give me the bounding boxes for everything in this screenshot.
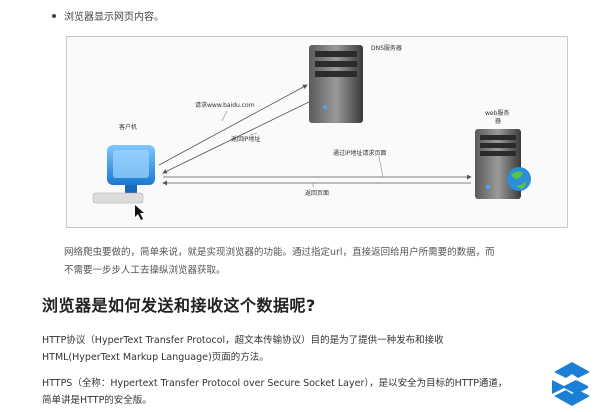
bullet-text: 浏览器显示网页内容。 bbox=[64, 12, 164, 23]
return-page-label: 返回页面 bbox=[305, 190, 329, 197]
web-label-2: 器 bbox=[495, 118, 501, 125]
dns-server-icon bbox=[309, 45, 363, 123]
client-label: 客户机 bbox=[119, 123, 137, 131]
request-domain-arrow bbox=[158, 84, 308, 166]
https-paragraph: HTTPS（全称：Hypertext Transfer Protocol ove… bbox=[42, 375, 562, 409]
dns-label: DNS服务器 bbox=[371, 44, 402, 52]
globe-icon bbox=[507, 167, 531, 191]
crawler-line-1: 网络爬虫要做的，简单来说，就是实现浏览器的功能。通过指定url，直接返回给用户所… bbox=[64, 247, 495, 258]
https-line-2: 简单讲是HTTP的安全版。 bbox=[42, 395, 152, 406]
http-line-1: HTTP协议（HyperText Transfer Protocol，超文本传输… bbox=[42, 335, 444, 346]
web-label-1: web服务 bbox=[485, 109, 509, 117]
return-ip-label: 返回IP地址 bbox=[231, 135, 260, 143]
http-line-2: HTML(HyperText Markup Language)页面的方法。 bbox=[42, 352, 269, 363]
request-domain-label: 请求www.baidu.com bbox=[195, 101, 255, 109]
http-paragraph: HTTP协议（HyperText Transfer Protocol，超文本传输… bbox=[42, 332, 562, 366]
diagram-svg: DNS服务器 web服务 器 客户机 bbox=[92, 44, 531, 220]
bullet-dot bbox=[52, 13, 56, 18]
return-ip-arrow bbox=[162, 100, 312, 174]
brand-logo-icon bbox=[552, 362, 590, 406]
https-line-1: HTTPS（全称：Hypertext Transfer Protocol ove… bbox=[42, 378, 508, 389]
client-computer-icon bbox=[92, 145, 155, 220]
network-diagram: DNS服务器 web服务 器 客户机 bbox=[66, 36, 568, 228]
section-heading: 浏览器是如何发送和接收这个数据呢? bbox=[42, 296, 316, 315]
crawler-paragraph: 网络爬虫要做的，简单来说，就是实现浏览器的功能。通过指定url，直接返回给用户所… bbox=[64, 244, 574, 280]
bullet-item: 浏览器显示网页内容。 bbox=[52, 8, 164, 23]
request-page-label: 通过IP地址请求页面 bbox=[333, 149, 386, 157]
crawler-line-2: 不需要一步步人工去操纵浏览器获取。 bbox=[64, 265, 226, 276]
